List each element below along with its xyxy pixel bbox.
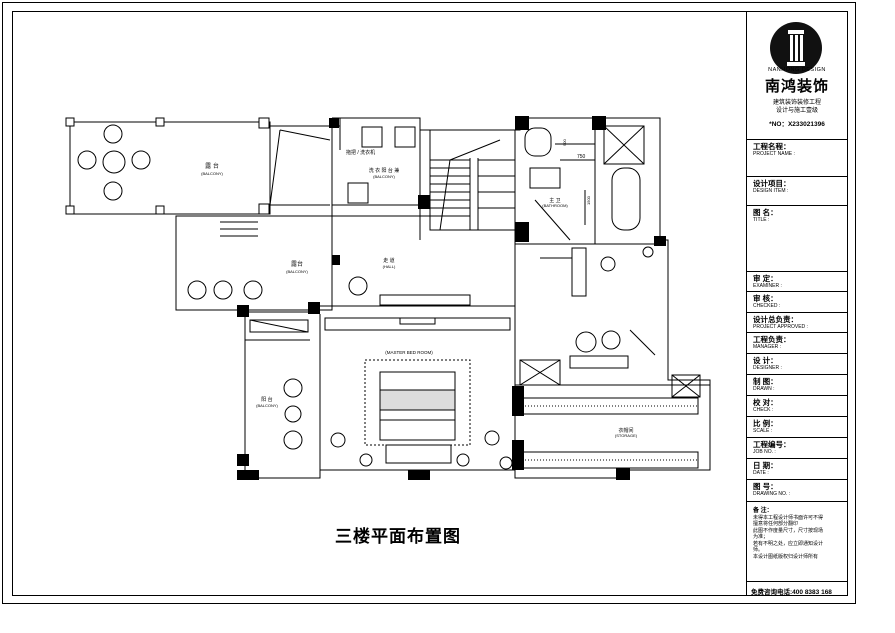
sheet-inner-border (12, 11, 848, 596)
hotline: 免费咨询电话:400 8383 168 (751, 589, 832, 596)
divider (747, 139, 847, 140)
utility-label: 拖把 / 洗衣机 (346, 149, 375, 156)
field-project-approved: 设计总负责：PROJECT APPROVED : (753, 315, 808, 330)
storage-en: (STORAGE) (615, 433, 638, 438)
storage-label: 衣帽间 (618, 427, 633, 434)
brand-chinese-name: 南鸿装饰 (764, 78, 829, 95)
field-checked: 审 核：CHECKED : (753, 294, 781, 309)
field-manager: 工程负责：MANAGER : (753, 335, 791, 350)
divider (747, 176, 847, 177)
divider (747, 205, 847, 206)
notes-line: 若有不明之处，应立即通知设计 (753, 540, 824, 547)
divider (747, 458, 847, 459)
brand-sub-line-2: 设计与施工壹级 (775, 108, 818, 114)
notes-heading: 备 注： (753, 508, 773, 514)
notes-line: 本设计图纸版权归设计师所有 (753, 553, 819, 560)
hall-en: (HALL) (383, 264, 396, 269)
divider (747, 416, 847, 417)
title-block: NANHONG DESIGN 南鸿装饰 建筑装饰装修工程 设计与施工壹级 *NO… (746, 11, 848, 596)
balcony-mid-label: 露台 (291, 260, 303, 268)
field-scale: 比 例：SCALE : (753, 419, 778, 434)
balcony-left-label: 露 台 (205, 162, 219, 170)
notes: 备 注： 未得本工程设计师书面许可不得 擅意将任何部分翻印 此图不作度量尺寸，尺… (753, 508, 845, 560)
bathroom-en: (BATHROOM) (542, 203, 568, 208)
field-title: 图 名：TITLE : (753, 208, 778, 223)
field-designer: 设 计：DESIGNER : (753, 356, 782, 371)
divider (747, 501, 847, 502)
divider (747, 374, 847, 375)
notes-line: 擅意将任何部分翻印 (753, 521, 799, 527)
divider (747, 312, 847, 313)
field-job-no: 工程编号：JOB NO. : (753, 440, 791, 455)
dimension-1500: 1500 (586, 195, 591, 205)
mid-balcony-outline (175, 215, 333, 311)
divider (747, 291, 847, 292)
field-check: 校 对：CHECK : (753, 398, 778, 413)
divider (747, 271, 847, 272)
balcony-laundry-label: 洗 衣 阳 台 兼 (369, 167, 400, 174)
notes-line: 为准； (753, 534, 769, 540)
dimension-750: 750 (577, 154, 586, 160)
left-balcony-outline (69, 121, 271, 215)
field-examiner: 审 定：EXAMINER : (753, 274, 782, 289)
hall-label: 走 道 (383, 257, 394, 264)
divider (747, 437, 847, 438)
divider (747, 332, 847, 333)
bathroom-label: 主 卫 (549, 197, 560, 204)
field-date: 日 期：DATE : (753, 461, 778, 476)
column-logo-icon (770, 22, 822, 74)
divider (747, 353, 847, 354)
field-drawing-no: 图 号：DRAWING NO. : (753, 482, 791, 497)
balcony-left-en: (BALCONY) (201, 171, 223, 176)
certificate-number: *NO：X233021396 (769, 121, 825, 128)
balcony-laundry-en: (BALCONY) (373, 174, 395, 179)
sheet-outer-border (2, 2, 856, 604)
divider (747, 479, 847, 480)
brand-english-name: NANHONG DESIGN (768, 67, 826, 73)
field-design-item: 设计项目：DESIGN ITEM : (753, 179, 791, 194)
chairs (77, 124, 654, 470)
floor-plan: 露 台 (BALCONY) 露台 (BALCONY) 洗 衣 阳 台 兼 (BA… (65, 116, 711, 480)
notes-line: 未得本工程设计师书面许可不得 (753, 514, 824, 521)
field-project-name: 工程名程：PROJECT NAME : (753, 142, 795, 157)
divider (747, 395, 847, 396)
balcony-side-en: (BALCONY) (256, 403, 278, 408)
drawing-title: 三楼平面布置图 (335, 527, 461, 546)
brand-sub-line-1: 建筑装饰装修工程 (772, 100, 821, 106)
divider (747, 581, 847, 582)
balcony-mid-en: (BALCONY) (286, 269, 308, 274)
dimension-900: 900 (562, 139, 567, 146)
staircase (429, 129, 516, 231)
notes-line: 师。 (753, 547, 764, 553)
balcony-side-label: 阳 台 (261, 396, 272, 403)
structural-columns (237, 116, 666, 480)
notes-line: 此图不作度量尺寸，尺寸按现场 (753, 527, 824, 534)
field-drawn: 制 图：DRAWN : (753, 377, 778, 392)
brand-qualification: 建筑装饰装修工程 设计与施工壹级 (747, 99, 847, 115)
master-bedroom-label: (MASTER BED ROOM) (385, 350, 433, 355)
room-labels: 露 台 (BALCONY) 露台 (BALCONY) 洗 衣 阳 台 兼 (BA… (201, 139, 638, 438)
